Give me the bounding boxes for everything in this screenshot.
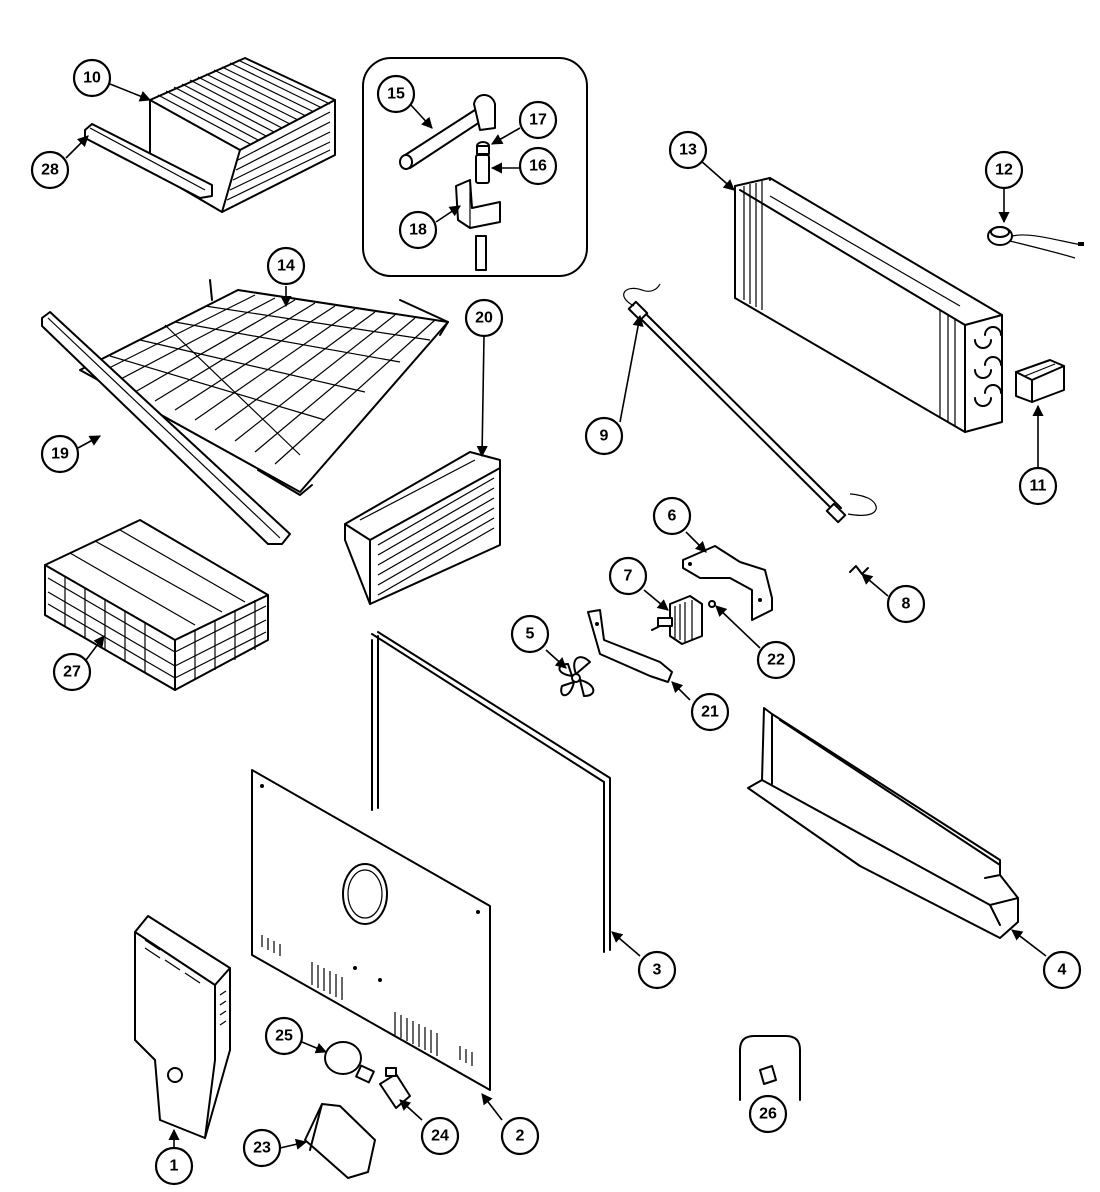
callout-15: 15 <box>376 74 416 114</box>
part-9-heater <box>623 283 877 524</box>
callout-8: 8 <box>886 584 926 624</box>
part-21-bracket <box>587 609 673 683</box>
part-24-socket <box>379 1067 411 1109</box>
part-5-fan <box>558 656 595 697</box>
callout-1: 1 <box>154 1146 194 1186</box>
callout-12-label: 12 <box>995 162 1013 179</box>
callout-20-label: 20 <box>475 310 493 327</box>
callout-25: 25 <box>264 1016 304 1056</box>
callout-27-label: 27 <box>63 664 81 681</box>
part-22-screw <box>708 600 716 608</box>
callout-9: 9 <box>584 416 624 456</box>
callout-3-label: 3 <box>653 962 662 979</box>
callout-16: 16 <box>518 146 558 186</box>
inset-panel <box>362 57 588 277</box>
part-25-bulb <box>324 1041 375 1084</box>
callout-18-label: 18 <box>409 222 427 239</box>
callout-16-label: 16 <box>529 158 547 175</box>
part-3-gasket <box>371 631 611 953</box>
part-10-shelf <box>149 57 336 213</box>
callout-4-label: 4 <box>1058 962 1067 979</box>
callout-23-label: 23 <box>253 1140 271 1157</box>
callout-24: 24 <box>420 1116 460 1156</box>
callout-15-label: 15 <box>387 86 405 103</box>
part-14-wire-shelf <box>79 279 449 496</box>
part-20-shelf <box>344 451 501 605</box>
part-8-clip <box>849 565 869 575</box>
callout-26: 26 <box>748 1094 788 1134</box>
callout-11-label: 11 <box>1030 478 1047 495</box>
callout-20: 20 <box>464 298 504 338</box>
callout-5: 5 <box>510 614 550 654</box>
callout-17: 17 <box>518 100 558 140</box>
callout-14: 14 <box>266 246 306 286</box>
callout-10-label: 10 <box>83 70 101 87</box>
callout-14-label: 14 <box>277 258 295 275</box>
part-12-thermostat <box>987 226 1084 259</box>
callout-4: 4 <box>1042 950 1082 990</box>
part-23-shield <box>304 1103 376 1179</box>
callout-7: 7 <box>608 556 648 596</box>
callout-21-label: 21 <box>701 704 719 721</box>
part-7-motor <box>651 595 703 645</box>
callout-9-label: 9 <box>600 428 609 445</box>
part-11-block <box>1015 359 1065 403</box>
part-2-panel <box>251 769 491 1091</box>
callout-27: 27 <box>52 652 92 692</box>
callout-28: 28 <box>30 150 70 190</box>
part-6-bracket <box>682 545 773 621</box>
part-1-housing <box>134 915 231 1139</box>
callout-13-label: 13 <box>679 142 697 159</box>
callout-3: 3 <box>637 950 677 990</box>
callout-12: 12 <box>984 150 1024 190</box>
callout-2: 2 <box>500 1116 540 1156</box>
callout-28-label: 28 <box>41 162 59 179</box>
callout-8-label: 8 <box>902 596 911 613</box>
callout-18: 18 <box>398 210 438 250</box>
leader-lines <box>65 83 1047 1150</box>
callout-23: 23 <box>242 1128 282 1168</box>
part-13-evaporator <box>734 177 1003 433</box>
callout-5-label: 5 <box>526 626 535 643</box>
callout-26-label: 26 <box>759 1106 777 1123</box>
part-27-basket <box>44 519 269 691</box>
callout-6-label: 6 <box>668 508 677 525</box>
callout-19-label: 19 <box>51 446 69 463</box>
callout-2-label: 2 <box>516 1128 525 1145</box>
callout-10: 10 <box>72 58 112 98</box>
callout-22-label: 22 <box>767 652 785 669</box>
callout-7-label: 7 <box>624 568 633 585</box>
callout-21: 21 <box>690 692 730 732</box>
callout-25-label: 25 <box>275 1028 293 1045</box>
part-19-trim <box>41 311 291 545</box>
callout-6: 6 <box>652 496 692 536</box>
callout-24-label: 24 <box>431 1128 449 1145</box>
callout-11: 11 <box>1018 466 1058 506</box>
callout-13: 13 <box>668 130 708 170</box>
callout-19: 19 <box>40 434 80 474</box>
part-4-channel <box>747 707 1019 939</box>
part-26-inset <box>739 1035 801 1101</box>
callout-1-label: 1 <box>170 1158 179 1175</box>
callout-17-label: 17 <box>529 112 547 129</box>
callout-22: 22 <box>756 640 796 680</box>
